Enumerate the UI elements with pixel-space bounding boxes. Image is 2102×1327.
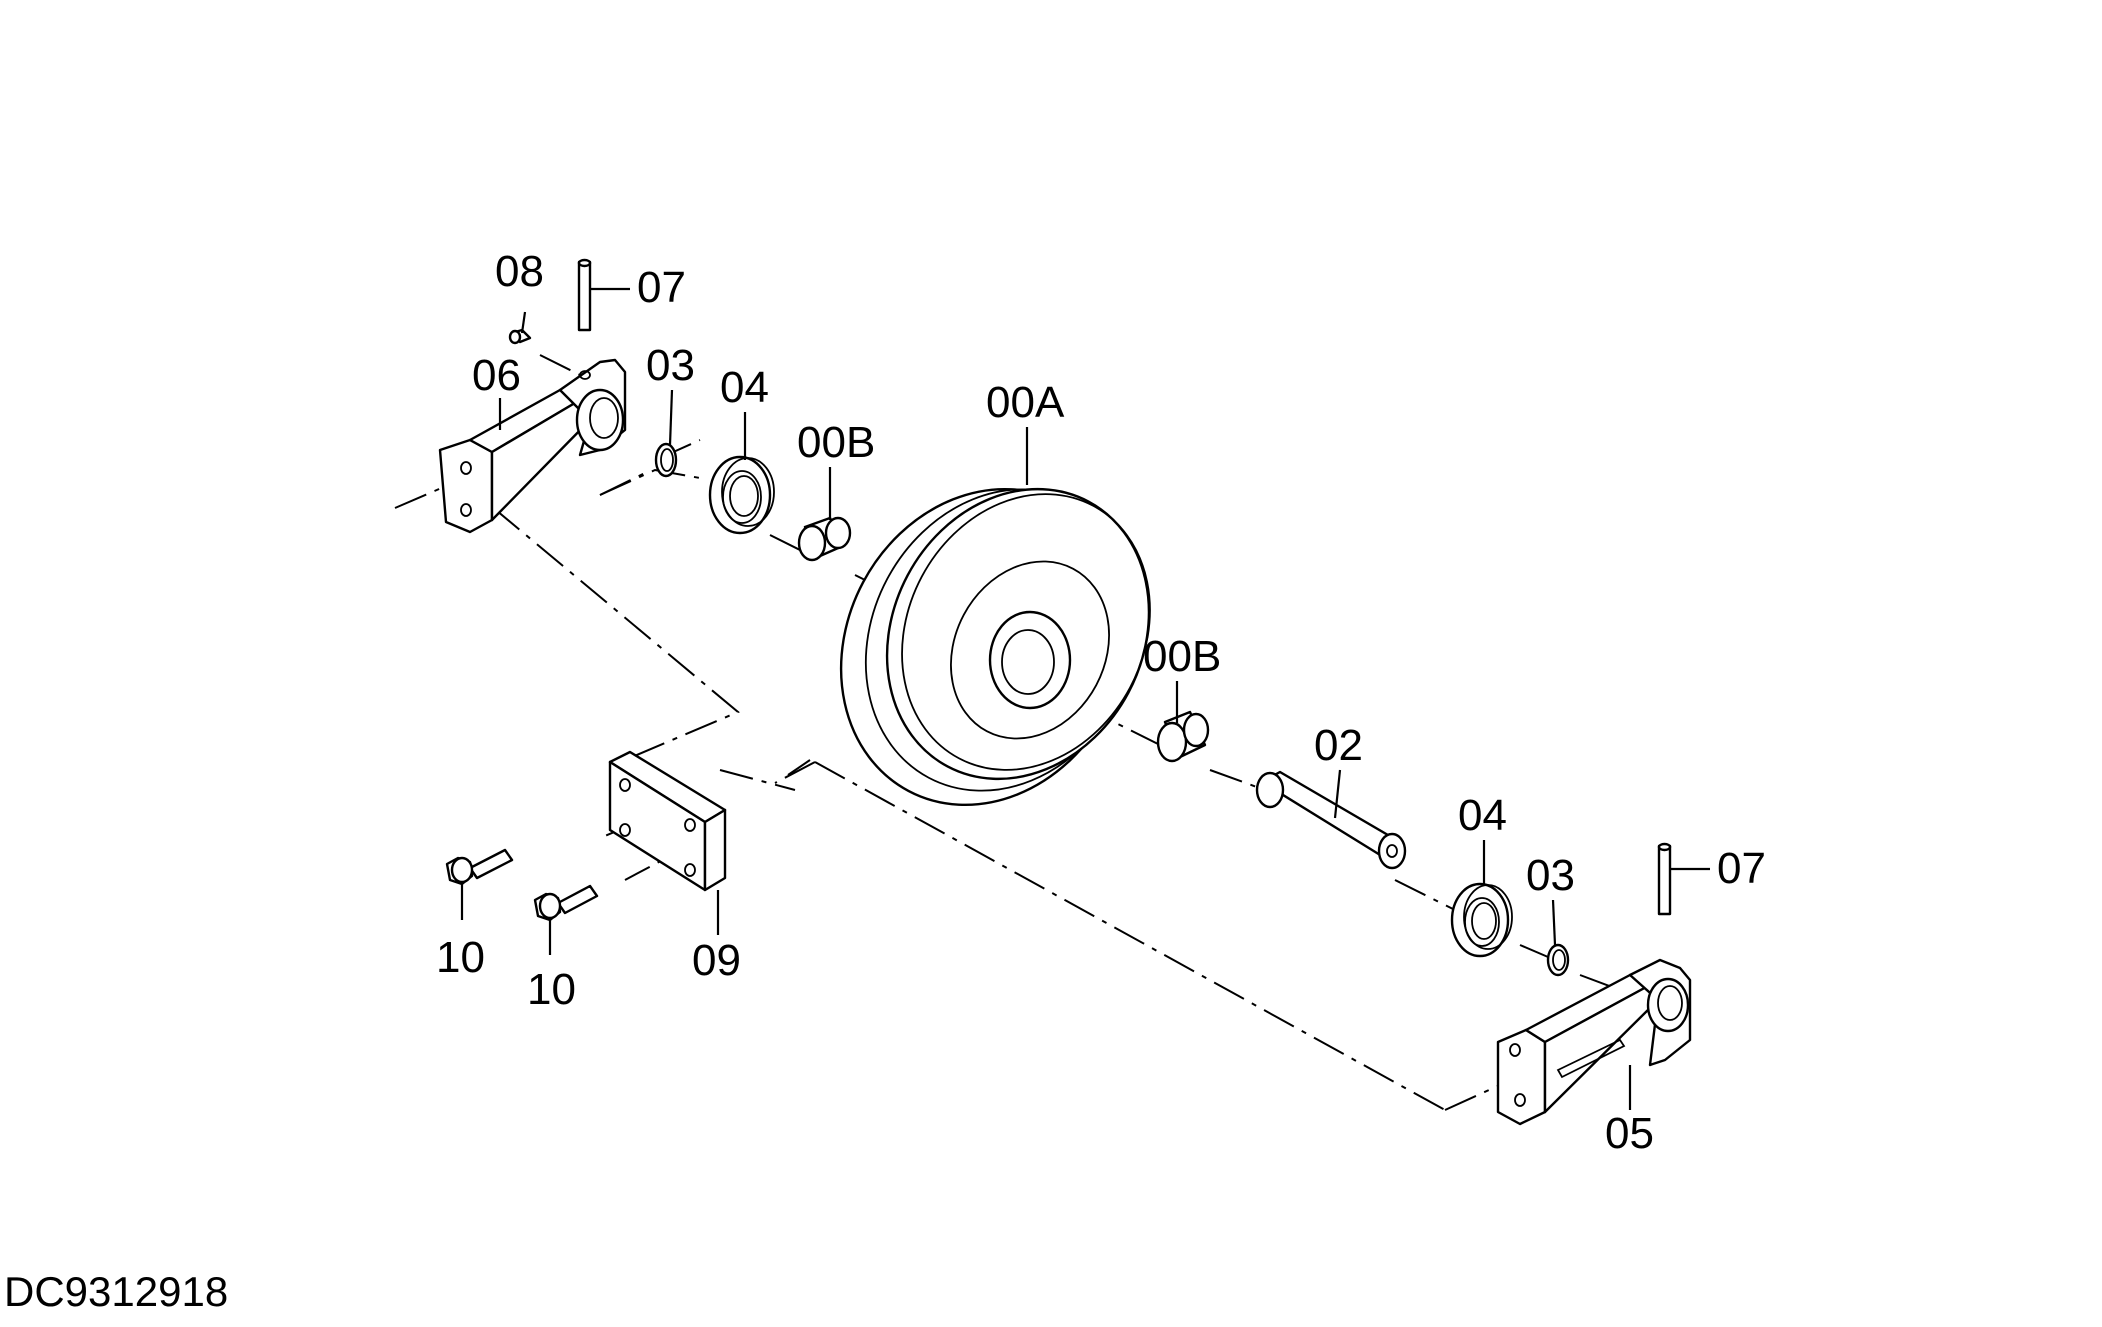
bushing-00b-mid — [1156, 710, 1210, 763]
callout-04-top: 04 — [720, 363, 769, 412]
callout-07-bottom: 07 — [1717, 844, 1766, 893]
snap-ring-03-bottom — [1546, 943, 1570, 977]
floating-seal-04-bottom — [1450, 882, 1513, 958]
callout-10-right: 10 — [527, 965, 576, 1014]
pin-08 — [508, 328, 532, 345]
callout-labels: 08 07 06 03 04 00B 00A 00B 02 04 03 07 0… — [436, 247, 1766, 1158]
callout-08: 08 — [495, 247, 544, 296]
pin-07-top — [577, 258, 592, 332]
callout-03-top: 03 — [646, 341, 695, 390]
plate-09 — [608, 750, 727, 892]
pin-07-bottom — [1657, 842, 1672, 916]
bracket-06 — [438, 358, 627, 534]
snap-ring-03-top — [654, 442, 678, 478]
callout-03-bottom: 03 — [1526, 851, 1575, 900]
callout-00b-mid: 00B — [1143, 632, 1221, 681]
callout-09: 09 — [692, 936, 741, 985]
callout-07-top: 07 — [637, 263, 686, 312]
callout-04-bottom: 04 — [1458, 791, 1507, 840]
document-id: DC9312918 — [4, 1268, 228, 1315]
callout-02: 02 — [1314, 721, 1363, 770]
callout-00a: 00A — [986, 378, 1065, 427]
bolt-10-left — [445, 848, 514, 886]
bolt-10-right — [533, 884, 599, 922]
bushing-00b-top — [797, 516, 852, 562]
idler-wheel-00a — [839, 487, 1151, 807]
callout-00b-top: 00B — [797, 418, 875, 467]
callout-05: 05 — [1605, 1109, 1654, 1158]
floating-seal-04-top — [708, 455, 775, 535]
leader-lines — [460, 287, 1710, 1110]
callout-06: 06 — [472, 351, 521, 400]
shaft-02 — [1255, 770, 1407, 870]
callout-10-left: 10 — [436, 933, 485, 982]
bracket-05 — [1496, 958, 1692, 1126]
